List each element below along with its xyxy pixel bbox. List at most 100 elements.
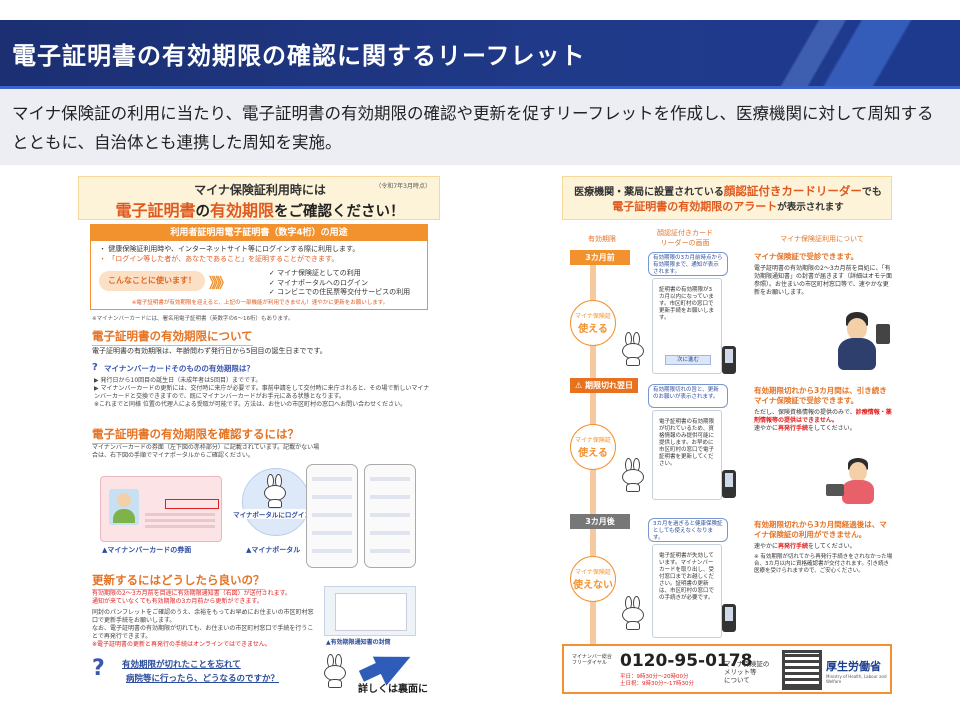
slide-title-banner: 電子証明書の有効期限の確認に関するリーフレット [0, 20, 960, 86]
reader-screen: 電子証明書が失効しています。マイナンバーカードを取り出し、受付窓口までお越しくだ… [652, 544, 722, 638]
reader-text: 証明書の有効期限が3カ月以内になっています。市区町村の窓口で更新手続をお願いしま… [659, 287, 715, 321]
date-note: （令和7年3月時点） [375, 183, 431, 190]
section-validity-text: 電子証明書の有効期限は、年齢問わず発行日から5回目の誕生日までです。 [92, 347, 327, 355]
renew-line: 同封のパンフレットをご確認のうえ、余裕をもってお早めにお住まいの市区町村窓口で更… [92, 609, 314, 624]
phone-screen-2 [364, 464, 416, 568]
banner-divider [0, 86, 960, 89]
card-validity-item: ▶ マイナンバーカードの更新には、交付時に来庁が必要です。事前申請をして交付時に… [94, 385, 430, 400]
card-body [113, 509, 135, 523]
mascot-rabbit-icon [620, 458, 646, 492]
reader-bubble: 有効期限の3カ月前時点から有効期限まで、通知が表示されます。 [648, 252, 728, 276]
contact-footer: マイナンバー総合フリーダイヤル 0120-95-0178 平日：9時30分～20… [562, 644, 892, 694]
usage-box-title: 利用者証明用電子証明書（数字4桁）の用途 [91, 225, 427, 241]
expiry-highlight [165, 499, 219, 509]
signing-note: ※マイナンバーカードには、署名用電子証明書（英数字の6～16桁）もあります。 [92, 316, 294, 322]
card-validity-list: ▶ 発行日から10回目の誕生日（未成年者は5回目）までです。 ▶ マイナンバーカ… [94, 377, 434, 409]
usage-bullet: ・ 健康保険証利用時や、インターネットサイト等にログインする際に利用します。 [99, 245, 360, 253]
question-mark-icon: ? [92, 656, 105, 681]
card-text-lines [145, 513, 215, 516]
card-validity-item: ▶ 発行日から10回目の誕生日（未成年者は5回目）までです。 [94, 377, 262, 384]
call-label: マイナンバー総合フリーダイヤル [572, 654, 612, 666]
use-item: ✓ マイナポータルへのログイン [269, 278, 368, 287]
portal-login-label: マイナポータルにログイン [232, 509, 312, 519]
card-face [117, 493, 131, 507]
reader-text: 電子証明書が失効しています。マイナンバーカードを取り出し、受付窓口までお越しくだ… [659, 553, 715, 601]
status-circle: マイナ保険証 使える [570, 424, 616, 470]
usage-note: 有効期限切れから3カ月間は、引き続きマイナ保険証で受診できます。 ただし、保険資… [754, 386, 892, 432]
next-button[interactable]: 次に進む [665, 355, 711, 365]
mascot-rabbit-icon [262, 474, 288, 508]
header-line1: マイナ保険証利用時には [194, 183, 326, 197]
lead-box: マイナ保険証の利用に当たり、電子証明書の有効期限の確認や更新を促すリーフレットを… [0, 89, 960, 165]
status-circle: マイナ保険証 使える [570, 300, 616, 346]
qr-code-icon[interactable] [782, 650, 822, 690]
usage-box: 利用者証明用電子証明書（数字4桁）の用途 ・ 健康保険証利用時や、インターネット… [90, 224, 428, 310]
header-line1: 医療機関・薬局に設置されている顔認証付きカードリーダーでも [574, 184, 882, 198]
lead-text: マイナ保険証の利用に当たり、電子証明書の有効期限の確認や更新を促すリーフレットを… [12, 104, 934, 152]
reader-screen: 証明書の有効期限が3カ月以内になっています。市区町村の窓口で更新手続をお願いしま… [652, 278, 722, 374]
mascot-rabbit-icon [322, 654, 348, 688]
reader-bubble: 有効期限切れの旨と、更新のお願いが表示されます。 [648, 384, 728, 408]
leaflet-front: （令和7年3月時点） マイナ保険証利用時には 電子証明書の有効期限をご確認くださ… [78, 176, 440, 696]
notice-envelope-image [324, 586, 416, 636]
section-validity-title: 電子証明書の有効期限について [92, 328, 253, 346]
usage-note: マイナ保険証で受診できます。 電子証明書の有効期限の2～3カ月前を目処に、「有効… [754, 252, 893, 296]
banner-decoration [700, 20, 900, 86]
usage-bullet: ・ 「ログイン等した者が、あなたであること」を証明することができます。 [99, 254, 339, 263]
notice-caption: ▲有効期限通知書の封筒 [326, 639, 391, 646]
column-header-reader: 顔認証付きカードリーダーの画面 [657, 229, 713, 247]
section-check-text: マイナンバーカードの券面（左下図の赤枠部分）に記載されています。記載がない場合は… [92, 444, 320, 459]
renew-line: 有効期限の2～3カ月前を目途に有効期限通知書（右図）が送付されます。 [92, 590, 292, 597]
phone-number[interactable]: 0120-95-0178 [620, 651, 753, 671]
ministry-logo-en: Ministry of Health, Labour and Welfare [826, 674, 887, 684]
mynumber-card-image [100, 476, 222, 542]
section-renew-title: 更新するにはどうしたら良いの？ [92, 572, 265, 590]
portal-caption: ▲マイナポータル [246, 546, 301, 554]
card-validity-item: ※これまでと同様 位置の代理人による受取が可能です。方法は、お住いの市区町村の窓… [94, 401, 407, 408]
example-label: こんなことに使います！ [99, 271, 205, 291]
column-header-usage: マイナ保険証利用について [780, 235, 864, 243]
leaflet-back-header: 医療機関・薬局に設置されている顔認証付きカードリーダーでも 電子証明書の有効期限… [562, 176, 892, 220]
person-face [847, 318, 867, 340]
chevrons-icon: 》》》 [209, 276, 231, 292]
usage-box-note: ※電子証明書が有効期限を迎えると、上記の一部機能が利用できません！速やかに更新を… [131, 300, 389, 306]
use-item: ✓ マイナ保険証としての利用 [269, 269, 361, 277]
mascot-rabbit-icon [620, 332, 646, 366]
leaflet-back: 医療機関・薬局に設置されている顔認証付きカードリーダーでも 電子証明書の有効期限… [562, 176, 892, 696]
leaflet-front-header: （令和7年3月時点） マイナ保険証利用時には 電子証明書の有効期限をご確認くださ… [78, 176, 440, 220]
use-item: ✓ コンビニでの住民票等交付サービスの利用 [269, 288, 411, 296]
renew-line: 通知が来ていなくても有効期限の3カ月前から更新ができます。 [92, 598, 263, 605]
status-circle: マイナ保険証 使えない [570, 556, 616, 602]
section-check-title: 電子証明書の有効期限を確認するには？ [92, 426, 299, 444]
usage-note: 有効期限切れから3カ月間経過後は、マイナ保険証の利用ができません。 速やかに再発… [754, 520, 893, 574]
renew-line: なお、電子証明書の有効期限が切れても、お住まいの市区町村窓口で手続を行うことで再… [92, 625, 314, 640]
person-shirt [838, 338, 876, 370]
renew-lines: 有効期限の2～3カ月前を目途に有効期限通知書（右図）が送付されます。 通知が来て… [92, 590, 318, 649]
uses-list: ✓ マイナ保険証としての利用 ✓ マイナポータルへのログイン ✓ コンビニでの住… [269, 269, 410, 298]
see-back-text: 詳しくは裏面に [358, 684, 428, 695]
face-reader-device-icon [876, 324, 890, 344]
header-line2: 電子証明書の有効期限をご確認ください！ [115, 201, 405, 220]
phone-screen-1 [306, 464, 358, 568]
reader-bubble: 3カ月を過ぎると健康保険証としても使えなくなります。 [648, 518, 728, 542]
person-face [849, 462, 867, 482]
header-line2: 電子証明書の有効期限のアラートが表示されます [612, 200, 844, 213]
usage-bullets: ・ 健康保険証利用時や、インターネットサイト等にログインする際に利用します。 ・… [99, 245, 419, 264]
renew-line: ※電子証明書の更新と再発行の手続はオンラインではできません。 [92, 641, 271, 648]
column-header-expiry: 有効期限 [588, 235, 616, 243]
card-reader-device-icon [722, 604, 736, 632]
card-validity-subtitle: マイナンバーカードそのものの有効期限は？ [104, 364, 254, 373]
person-shirt [842, 480, 874, 504]
stage-tag: 3カ月後 [570, 514, 630, 529]
card-reader-device-icon [722, 470, 736, 498]
reader-text: 電子証明書の有効期限が切れているため、資格情報のみ提供可能に提供します。お早めに… [659, 419, 715, 467]
card-reader-device-icon [722, 346, 736, 374]
qa-line: 有効期限が切れたことを忘れて [122, 660, 241, 670]
stage-tag: 3カ月前 [570, 250, 630, 265]
card-caption: ▲マイナンバーカードの券面 [102, 546, 192, 554]
call-hours: 平日：9時30分～20時00分 土日祝：9時30分～17時30分 [620, 674, 694, 687]
reader-screen: 電子証明書の有効期限が切れているため、資格情報のみ提供可能に提供します。お早めに… [652, 410, 722, 500]
qa-line: 病院等に行ったら、どうなるのですか？ [126, 674, 280, 684]
merit-label: マイナ保険証の メリット等 について [724, 660, 770, 684]
question-icon: ? [92, 362, 98, 373]
